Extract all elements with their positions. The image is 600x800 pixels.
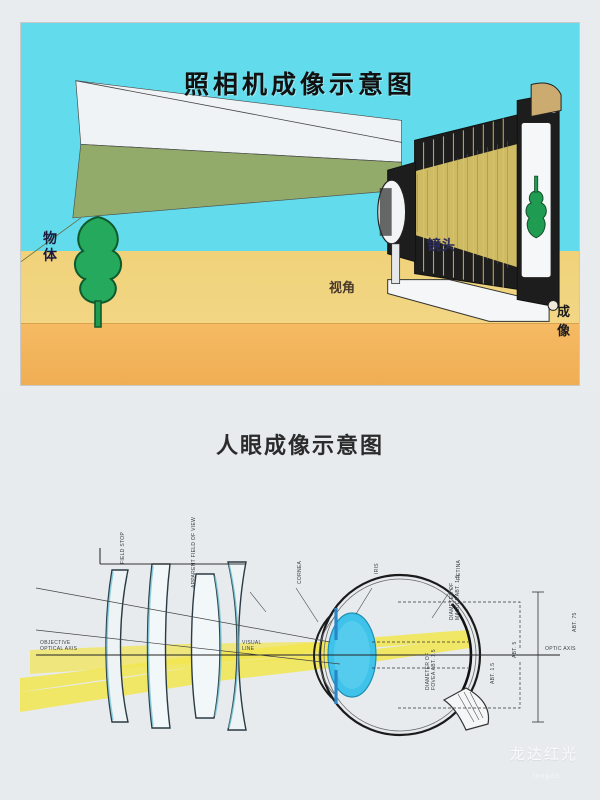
camera-bracket-top [530,82,562,118]
label-edge-mark: ABT. 75 [572,612,578,632]
lens-element-2 [146,563,171,729]
eye-diagram-title: 人眼成像示意图 [215,434,384,459]
cornea-inner [318,617,335,695]
visual-line-ray [35,629,341,665]
label-diameter-of-fovea: DIAMETER OF FOVEA ABT. 1.5 [425,649,437,690]
camera-knob-bottom [547,299,559,311]
object-tree [74,215,122,328]
watermark-text: 龙达红光 [509,745,578,763]
label-angle-mark-left: ABT. 1.5 [490,662,496,684]
label-lens: 镜头 [427,238,455,254]
chief-ray-upper [35,587,331,643]
label-view-angle: 视角 [329,281,356,296]
lens-element-1 [105,569,129,723]
inverted-tree-image [525,175,547,239]
label-cornea: CORNEA [297,560,303,584]
label-diameter-of-macula: DIAMETER OF MACULA ABT. 1.5 [449,574,461,620]
field-stop-marker [99,548,170,565]
tree-canopy [74,215,122,305]
lens-support-post [391,243,401,284]
ray-line-top [75,80,402,143]
lens-element-4 [227,561,247,731]
lens-edge-tint [106,563,239,729]
eye-optical-schematic [20,548,560,737]
tree-trunk [94,300,102,328]
cornea [313,613,333,699]
eye-diagram-panel: 人眼成像示意图 [0,392,600,800]
label-field-stop: FIELD STOP [120,531,126,564]
label-iris: IRIS [374,563,380,574]
lens-mount [379,188,392,236]
measurement-brackets [372,601,521,709]
internal-light-beam [411,140,532,272]
camera-ray-diagram [21,80,562,322]
ground-near [21,323,579,385]
label-objective-optical-axis: OBJECTIVE OPTICAL AXIS [40,640,78,652]
watermark-subtext: longda [532,773,560,780]
label-image: 成像 [557,305,571,339]
objective-lens-group [105,561,247,731]
label-object: 物体 [43,231,57,264]
label-angle-mark-right: ABT. 5 [512,641,518,658]
lens-element-3 [190,573,221,719]
ray-line-left [21,217,82,263]
label-optic-axis: OPTIC AXIS [545,646,576,652]
label-leader-lines [249,587,453,623]
camera-diagram-title: 照相机成像示意图 [183,70,416,99]
label-visual-line: VISUAL LINE [242,640,262,652]
label-apparent-field-of-view: APPARENT FIELD OF VIEW [191,516,197,588]
camera-diagram-panel: 物体 镜头 视角 成像 照相机成像示意图 [20,22,580,386]
